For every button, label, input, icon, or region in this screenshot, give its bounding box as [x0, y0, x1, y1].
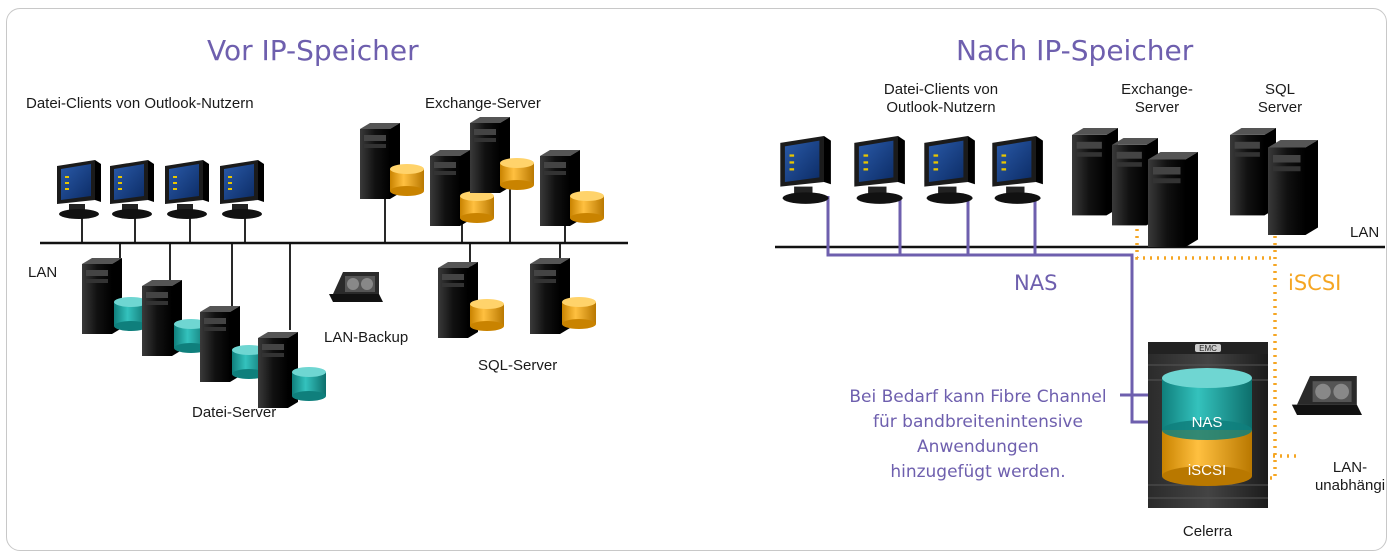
stack-nas-label: NAS [1191, 414, 1223, 431]
right-client-3 [924, 136, 975, 204]
right-lan-label: LAN [1350, 224, 1380, 241]
left-file-server-4 [258, 332, 298, 408]
right-sql-label-2: Server [1257, 99, 1303, 116]
right-exchange-label-2: Server [1134, 99, 1180, 116]
right-lan-backup-device [1291, 376, 1362, 415]
left-exchange-disk-4 [570, 191, 604, 223]
left-network [40, 117, 628, 408]
left-exchange-disk-1 [390, 164, 424, 196]
right-client-4 [992, 136, 1043, 204]
right-clients-label-2: Outlook-Nutzern [886, 99, 996, 116]
right-clients-label-1: Datei-Clients von [883, 81, 999, 98]
fibre-channel-note: Bei Bedarf kann Fibre Channel für bandbr… [828, 385, 1128, 485]
note-line-2: für bandbreitenintensive [873, 412, 1083, 432]
left-exchange-label: Exchange-Server [425, 95, 541, 112]
left-backup-label: LAN-Backup [324, 329, 409, 346]
left-exchange-disk-2 [460, 191, 494, 223]
celerra-label: Celerra [1182, 523, 1233, 540]
stack-iscsi-label: iSCSI [1187, 462, 1227, 479]
left-lan-label: LAN [28, 264, 58, 281]
note-line-1: Bei Bedarf kann Fibre Channel [849, 387, 1107, 407]
left-sql-label: SQL-Server [478, 357, 558, 374]
left-file-server-label: Datei-Server [192, 404, 277, 421]
right-client-1 [780, 136, 831, 204]
right-exchange-label-1: Exchange- [1121, 81, 1193, 98]
left-client-2 [110, 160, 154, 219]
right-backup-label-1: LAN- [1332, 459, 1368, 476]
left-client-3 [165, 160, 209, 219]
nas-label: NAS [1014, 271, 1058, 295]
left-sql-disk-1 [470, 299, 504, 331]
celerra-nas-cylinder [1162, 368, 1252, 440]
right-backup-label-2: unabhängi [1314, 477, 1386, 494]
right-exchange-server-1 [1072, 128, 1118, 216]
right-sql-label-1: SQL [1264, 81, 1295, 98]
right-client-2 [854, 136, 905, 204]
right-network [775, 128, 1385, 508]
left-lan-backup-device [329, 272, 383, 302]
note-line-3: Anwendungen [917, 437, 1039, 457]
left-exchange-disk-3 [500, 158, 534, 190]
note-line-4: hinzugefügt werden. [890, 462, 1066, 482]
left-file-disk-4 [292, 367, 326, 401]
left-client-1 [57, 160, 101, 219]
left-client-4 [220, 160, 264, 219]
right-sql-server-2 [1268, 140, 1318, 235]
right-title: Nach IP-Speicher [956, 34, 1194, 67]
right-exchange-server-3 [1148, 152, 1198, 247]
nas-path [826, 196, 1148, 424]
left-clients-label: Datei-Clients von Outlook-Nutzern [26, 95, 254, 112]
left-title: Vor IP-Speicher [207, 34, 419, 67]
left-sql-disk-2 [562, 297, 596, 329]
iscsi-label: iSCSI [1288, 271, 1342, 295]
emc-badge: EMC [1199, 344, 1217, 353]
celerra-iscsi-cylinder [1162, 430, 1252, 486]
